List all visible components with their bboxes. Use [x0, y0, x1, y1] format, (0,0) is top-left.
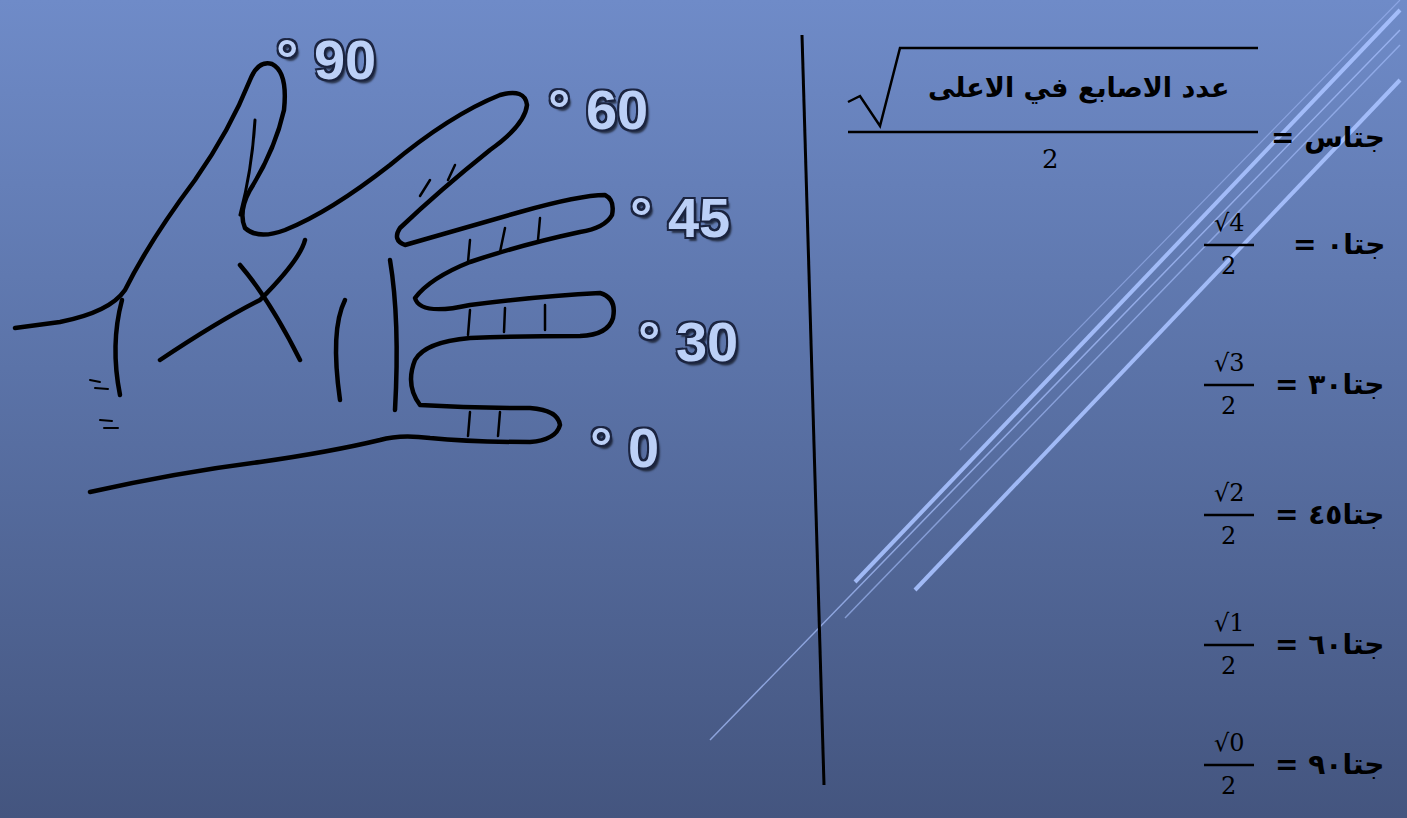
numerator: √1 [1214, 610, 1245, 638]
formula-label: جتاس = [1271, 122, 1385, 154]
numerator: √3 [1214, 350, 1245, 378]
hand-drawing [15, 63, 614, 492]
divider-line [802, 35, 824, 785]
numerator: √2 [1214, 480, 1245, 508]
numerator: √0 [1214, 730, 1245, 758]
angle-label: ° 0 [590, 416, 659, 480]
cos-label: جتا٤٥ = [1275, 499, 1385, 531]
cos-label: جتا٠ = [1293, 229, 1385, 261]
denominator: 2 [1221, 523, 1236, 551]
decor-lines [710, 0, 1400, 740]
denominator: 2 [1042, 145, 1059, 175]
angle-label: ° 30 [638, 310, 738, 374]
formula-marks [848, 48, 1258, 765]
cos-label: جتا٦٠ = [1275, 629, 1385, 661]
denominator: 2 [1221, 393, 1236, 421]
denominator: 2 [1221, 773, 1236, 801]
angle-label: ° 60 [548, 78, 648, 142]
denominator: 2 [1221, 253, 1236, 281]
cos-label: جتا٣٠ = [1275, 369, 1385, 401]
numerator: √4 [1214, 210, 1245, 238]
denominator: 2 [1221, 653, 1236, 681]
angle-label: ° 90 [276, 28, 376, 92]
angle-label: ° 45 [630, 186, 730, 250]
radicand-text: عدد الاصابع في الاعلى [928, 72, 1229, 103]
cos-label: جتا٩٠ = [1275, 749, 1385, 781]
